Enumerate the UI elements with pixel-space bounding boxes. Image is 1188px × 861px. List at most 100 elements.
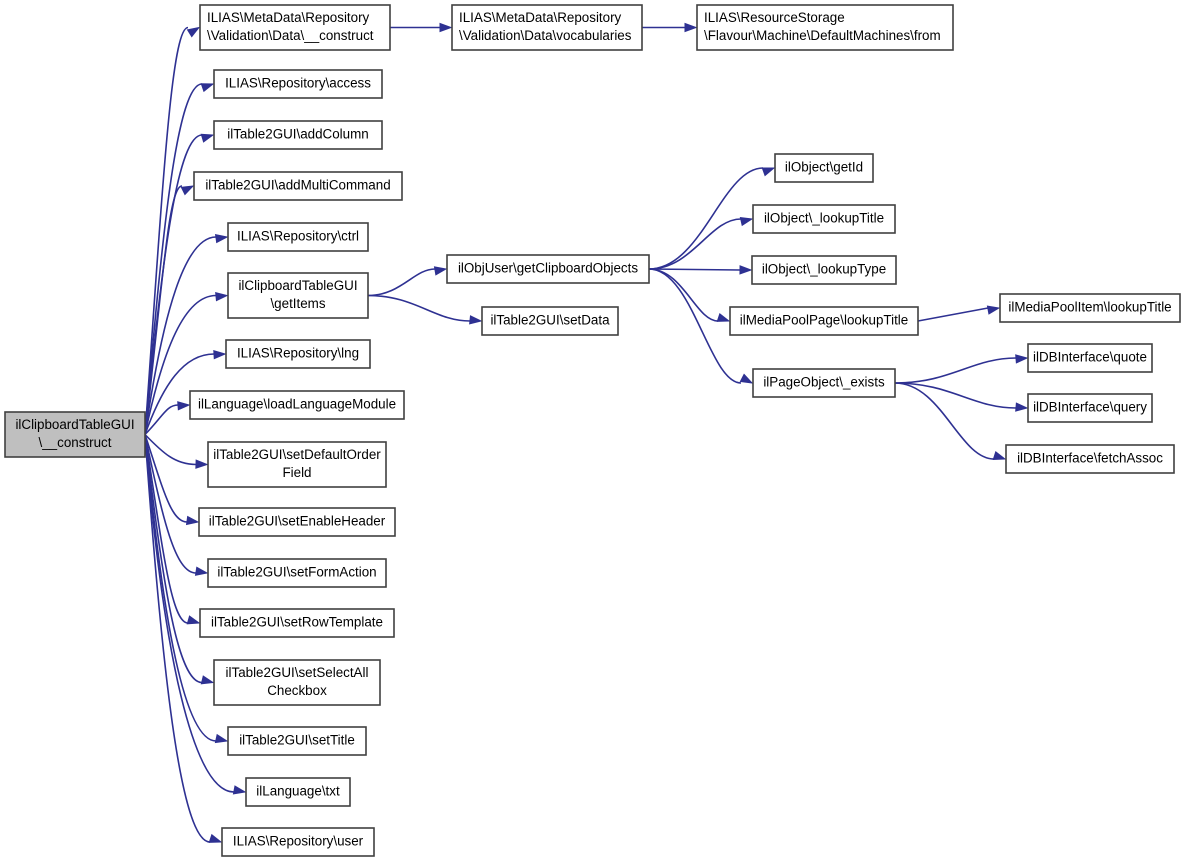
node-box[interactable] [207,441,387,488]
node-label-line: \Validation\Data\vocabularies [459,28,632,43]
node-box[interactable] [999,293,1181,323]
node-label-line: ilClipboardTableGUI [15,417,134,432]
node-box[interactable] [227,222,369,252]
call-edge [144,353,215,435]
graph-node-get_clipboard_objects[interactable]: ilObjUser\getClipboardObjects [446,254,650,284]
graph-node-obj_lookup_type[interactable]: ilObject\_lookupType [751,255,897,285]
node-box[interactable] [752,204,896,234]
node-label-line: ilObject\_lookupTitle [764,211,884,226]
graph-node-set_row_template[interactable]: ilTable2GUI\setRowTemplate [199,608,395,638]
node-label-line: ilDBInterface\fetchAssoc [1017,451,1163,466]
node-label-line: ilTable2GUI\setData [490,313,610,328]
node-label-line: Field [282,465,311,480]
graph-node-md_construct[interactable]: ILIAS\MetaData\Repository\Validation\Dat… [199,4,391,51]
node-box[interactable] [729,306,919,336]
edge-arrowhead [208,833,223,843]
edge-arrowhead [439,22,453,33]
node-box[interactable] [227,726,367,756]
call-edge [894,382,1017,409]
node-label-line: ILIAS\Repository\user [233,834,364,849]
node-label-line: \Validation\Data\__construct [207,28,374,43]
call-edge [367,268,436,297]
node-label-line: ilTable2GUI\setTitle [239,733,355,748]
node-box[interactable] [198,507,396,537]
graph-node-root[interactable]: ilClipboardTableGUI\__construct [4,411,146,458]
node-box[interactable] [481,306,619,336]
graph-node-page_object_exists[interactable]: ilPageObject\_exists [752,368,896,398]
node-box[interactable] [751,255,897,285]
edge-arrowhead [433,266,448,276]
node-box[interactable] [207,558,387,588]
node-box[interactable] [451,4,643,51]
node-box[interactable] [446,254,650,284]
call-edge [144,404,179,436]
node-box[interactable] [199,608,395,638]
node-label-line: ilPageObject\_exists [763,375,885,390]
graph-node-get_items[interactable]: ilClipboardTableGUI\getItems [227,272,369,319]
edge-arrowhead [739,216,754,227]
edge-arrowhead [716,312,731,322]
graph-node-repo_lng[interactable]: ILIAS\Repository\lng [225,339,371,369]
edge-arrowhead [200,675,215,685]
graph-node-md_vocab[interactable]: ILIAS\MetaData\Repository \Validation\Dat… [451,4,643,51]
graph-node-add_multi[interactable]: ilTable2GUI\addMultiCommand [193,171,403,201]
node-box[interactable] [213,659,381,706]
node-box[interactable] [213,120,383,150]
graph-node-rs_from[interactable]: ILIAS\ResourceStorage\Flavour\Machine\De… [696,4,954,51]
node-box[interactable] [1027,393,1153,423]
graph-node-add_column[interactable]: ilTable2GUI\addColumn [213,120,383,150]
edge-arrowhead [739,373,754,384]
graph-node-db_query[interactable]: ilDBInterface\query [1027,393,1153,423]
node-label-line: ilTable2GUI\setDefaultOrder [213,447,381,462]
graph-node-repo_ctrl[interactable]: ILIAS\Repository\ctrl [227,222,369,252]
graph-node-load_lang[interactable]: ilLanguage\loadLanguageModule [189,390,405,420]
node-box[interactable] [193,171,403,201]
node-label-line: ilLanguage\loadLanguageModule [198,397,396,412]
node-label-line: ilTable2GUI\addMultiCommand [205,178,390,193]
node-box[interactable] [227,272,369,319]
node-label-line: ilObject\getId [785,160,863,175]
call-edge [144,434,203,684]
node-box[interactable] [213,69,383,99]
graph-node-mp_page_lookup_title[interactable]: ilMediaPoolPage\lookupTitle [729,306,919,336]
graph-node-mp_item_lookup_title[interactable]: ilMediaPoolItem\lookupTitle [999,293,1181,323]
edge-arrowhead [186,26,201,38]
edge-arrowhead [185,515,200,526]
node-box[interactable] [774,153,874,183]
node-box[interactable] [696,4,954,51]
node-box[interactable] [199,4,391,51]
node-label-line: ilObject\_lookupType [762,262,886,277]
node-box[interactable] [245,777,351,807]
node-box[interactable] [1027,343,1153,373]
graph-node-set_data[interactable]: ilTable2GUI\setData [481,306,619,336]
node-box[interactable] [752,368,896,398]
node-label-line: ILIAS\Repository\access [225,76,371,91]
call-edge [648,167,764,270]
graph-node-repo_access[interactable]: ILIAS\Repository\access [213,69,383,99]
graph-node-obj_get_id[interactable]: ilObject\getId [774,153,874,183]
node-box[interactable] [4,411,146,458]
edge-arrowhead [214,233,229,244]
edge-arrowhead [186,615,201,625]
node-box[interactable] [221,827,375,857]
node-label-line: ILIAS\MetaData\Repository [459,10,622,25]
node-label-line: ILIAS\Repository\ctrl [237,229,359,244]
graph-node-db_fetch_assoc[interactable]: ilDBInterface\fetchAssoc [1005,444,1175,474]
call-edge [144,434,211,843]
graph-node-set_enable_header[interactable]: ilTable2GUI\setEnableHeader [198,507,396,537]
graph-node-lang_txt[interactable]: ilLanguage\txt [245,777,351,807]
graph-node-obj_lookup_title[interactable]: ilObject\_lookupTitle [752,204,896,234]
node-box[interactable] [1005,444,1175,474]
node-box[interactable] [189,390,405,420]
graph-node-repo_user[interactable]: ILIAS\Repository\user [221,827,375,857]
call-edge [648,268,741,271]
edge-arrowhead [194,566,209,576]
edge-arrowhead [215,291,229,302]
node-box[interactable] [225,339,371,369]
graph-node-db_quote[interactable]: ilDBInterface\quote [1027,343,1153,373]
call-edge [144,185,183,435]
graph-node-set_form_action[interactable]: ilTable2GUI\setFormAction [207,558,387,588]
graph-node-set_title[interactable]: ilTable2GUI\setTitle [227,726,367,756]
